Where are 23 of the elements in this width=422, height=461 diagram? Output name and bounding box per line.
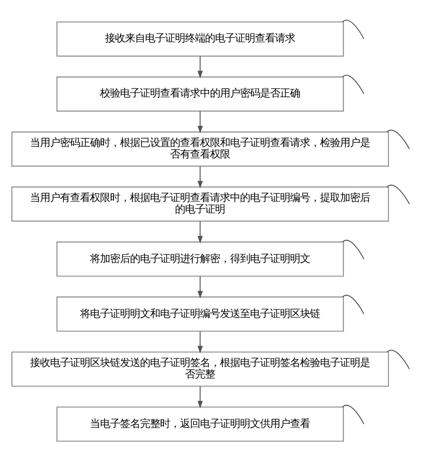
arrow [198, 110, 203, 134]
node-box: 将加密后的电子证明进行解密，得到电子证明明文 [56, 242, 344, 277]
connector [386, 130, 410, 150]
node-box: 将电子证明明文和电子证明编号发送至电子证明区块链 [56, 296, 344, 332]
node-box: 当用户有查看权限时，根据电子证明查看请求中的电子证明编号，提取加密后的电子证明 [11, 186, 389, 222]
node-box: 当用户密码正确时，根据已设置的查看权限和电子证明查看请求，检验用户是否有查看权限 [11, 132, 389, 167]
node-box: 接收来自电子证明终端的电子证明查看请求 [56, 21, 344, 57]
arrow [198, 220, 203, 244]
arrow [198, 330, 203, 354]
arrow [198, 386, 203, 408]
arrow [198, 276, 203, 298]
connector [386, 350, 410, 370]
connector [386, 184, 410, 204]
connector [342, 20, 364, 40]
node-box: 校验电子证明查看请求中的用户密码是否正确 [56, 76, 344, 112]
node-box: 接收电子证明区块链发送的电子证明签名，根据电子证明签名检验电子证明是否完整 [11, 352, 389, 387]
arrow [198, 166, 203, 188]
arrow [198, 56, 203, 78]
connector [342, 74, 364, 94]
connector [342, 240, 364, 260]
connector [342, 404, 364, 425]
connector [342, 294, 364, 314]
node-box: 当电子签名完整时，返回电子证明明文供用户查看 [56, 406, 344, 442]
